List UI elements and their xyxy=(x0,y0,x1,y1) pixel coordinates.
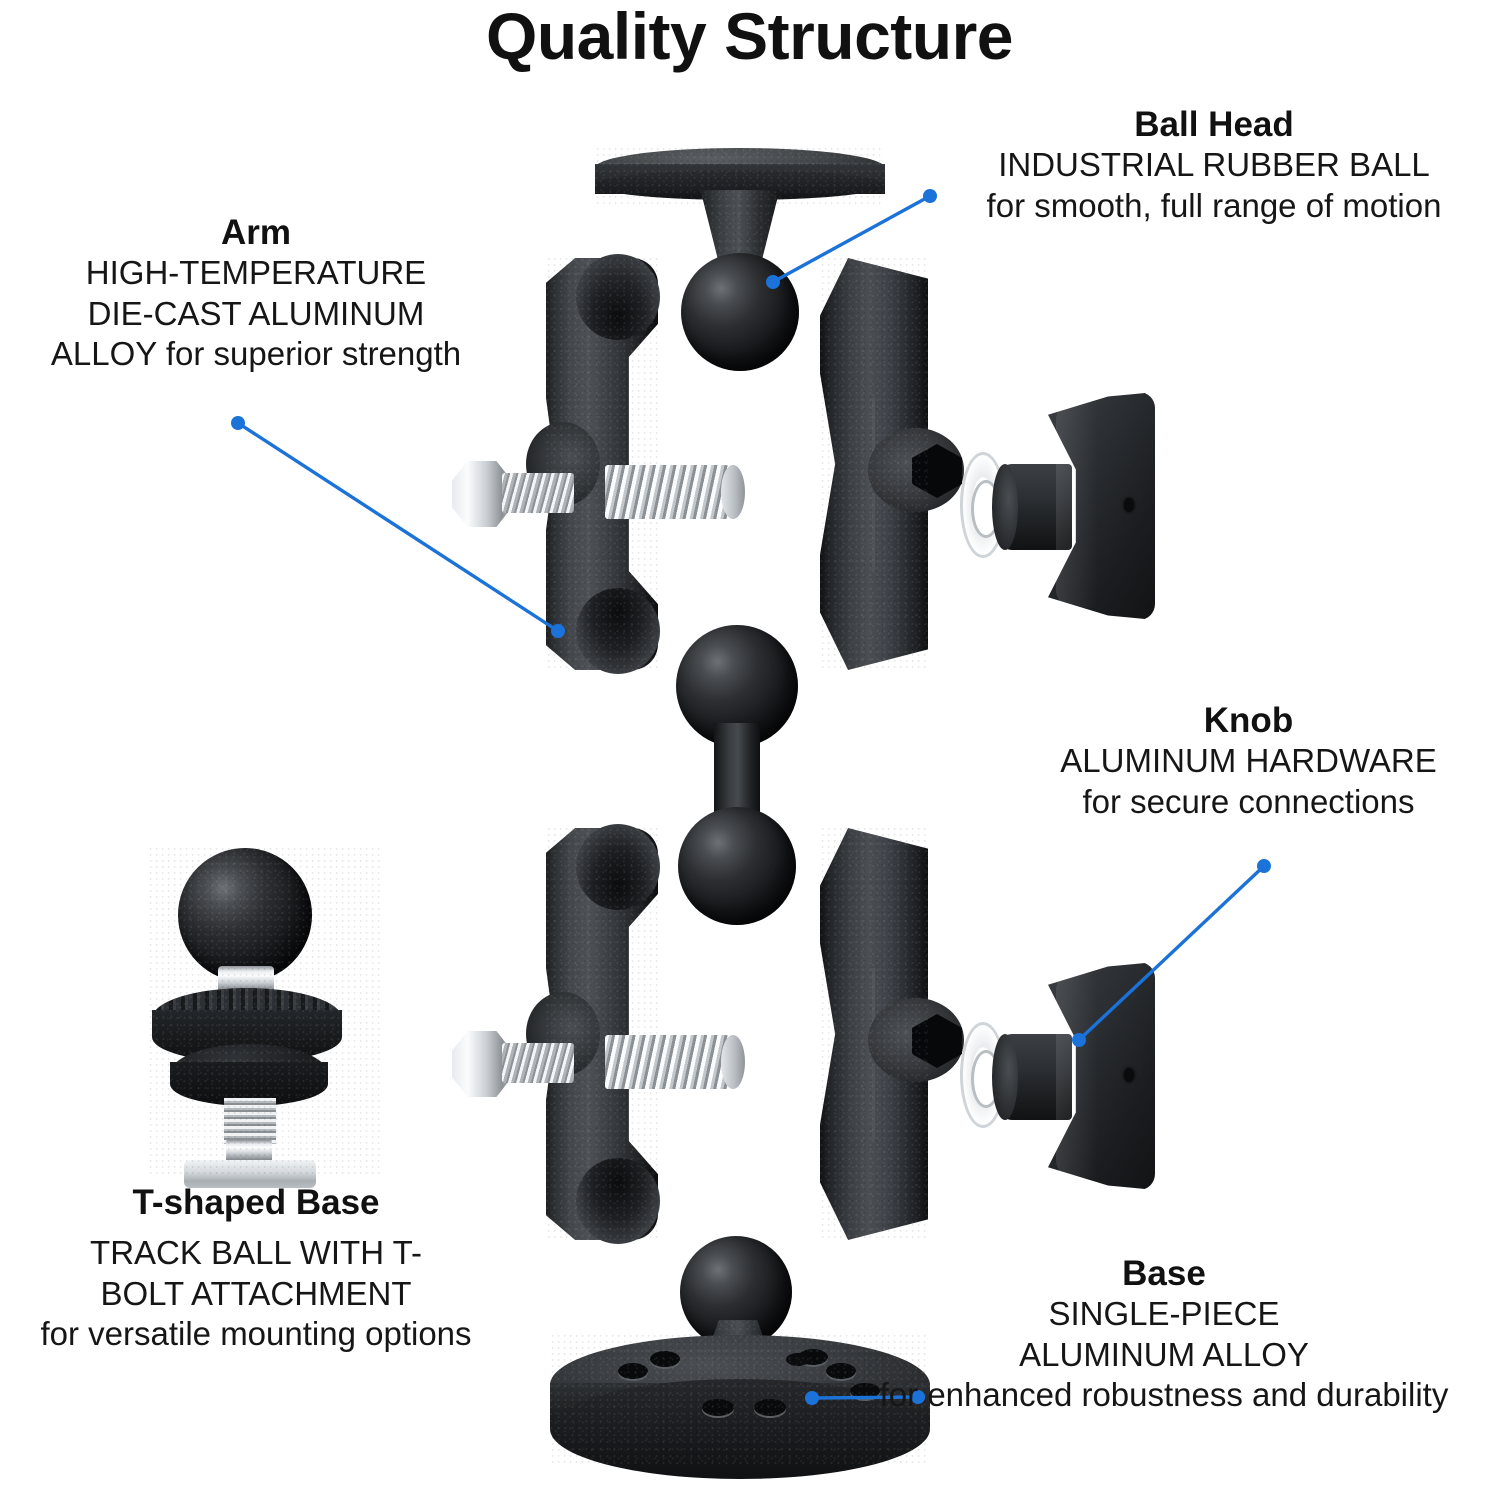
callout-ball-head-title: Ball Head xyxy=(1134,105,1294,144)
callout-base: Base SINGLE-PIECE ALUMINUM ALLOY for enh… xyxy=(830,1253,1498,1415)
callout-t-shaped-base-body: TRACK BALL WITH T- BOLT ATTACHMENT for v… xyxy=(0,1233,512,1354)
callout-base-body: SINGLE-PIECE ALUMINUM ALLOY for enhanced… xyxy=(830,1294,1498,1415)
t-knob-upper xyxy=(992,392,1155,620)
double-ball-adapter xyxy=(676,625,798,925)
callout-t-shaped-base-line-3: for versatile mounting options xyxy=(40,1314,472,1352)
arm-half-right-upper xyxy=(820,258,964,670)
page-title: Quality Structure xyxy=(486,0,1013,73)
hex-bolt-upper xyxy=(452,455,582,533)
callout-arm-line-1: HIGH-TEMPERATURE xyxy=(85,254,427,292)
callout-arm-body: HIGH-TEMPERATURE DIE-CAST ALUMINUM ALLOY… xyxy=(0,253,512,374)
callout-knob-line-2: for secure connections xyxy=(1082,782,1415,820)
callout-arm: Arm HIGH-TEMPERATURE DIE-CAST ALUMINUM A… xyxy=(0,212,512,374)
callout-arm-line-2: DIE-CAST ALUMINUM xyxy=(87,294,425,332)
threaded-rod-upper xyxy=(605,465,745,519)
callout-arm-title: Arm xyxy=(220,213,292,252)
callout-base-line-2: ALUMINUM ALLOY xyxy=(1019,1335,1309,1373)
hex-bolt-lower xyxy=(452,1025,582,1103)
threaded-rod-lower xyxy=(605,1035,745,1089)
callout-base-line-1: SINGLE-PIECE xyxy=(1048,1295,1280,1333)
callout-ball-head-line-1: INDUSTRIAL RUBBER BALL xyxy=(998,146,1430,184)
t-shaped-base-part xyxy=(148,848,380,1188)
callout-knob-title: Knob xyxy=(1203,701,1294,740)
arm-half-right-lower xyxy=(820,828,964,1240)
callout-t-shaped-base-line-2: BOLT ATTACHMENT xyxy=(100,1274,412,1312)
callout-ball-head: Ball Head INDUSTRIAL RUBBER BALL for smo… xyxy=(930,104,1498,226)
ball-head-ball xyxy=(681,253,799,371)
callout-knob-body: ALUMINUM HARDWARE for secure connections xyxy=(1000,741,1497,822)
callout-ball-head-line-2: for smooth, full range of motion xyxy=(986,186,1442,224)
callout-t-shaped-base: T-shaped Base TRACK BALL WITH T- BOLT AT… xyxy=(0,1182,512,1354)
callout-knob-line-1: ALUMINUM HARDWARE xyxy=(1060,742,1437,780)
callout-t-shaped-base-title: T-shaped Base xyxy=(132,1183,380,1222)
callout-t-shaped-base-line-1: TRACK BALL WITH T- xyxy=(90,1234,422,1272)
callout-base-title: Base xyxy=(1122,1254,1206,1293)
callout-arm-line-3: ALLOY for superior strength xyxy=(50,334,462,372)
callout-knob: Knob ALUMINUM HARDWARE for secure connec… xyxy=(1000,700,1497,822)
callout-base-line-3: for enhanced robustness and durability xyxy=(879,1375,1449,1413)
t-knob-lower xyxy=(992,962,1155,1190)
callout-ball-head-body: INDUSTRIAL RUBBER BALL for smooth, full … xyxy=(930,145,1498,226)
